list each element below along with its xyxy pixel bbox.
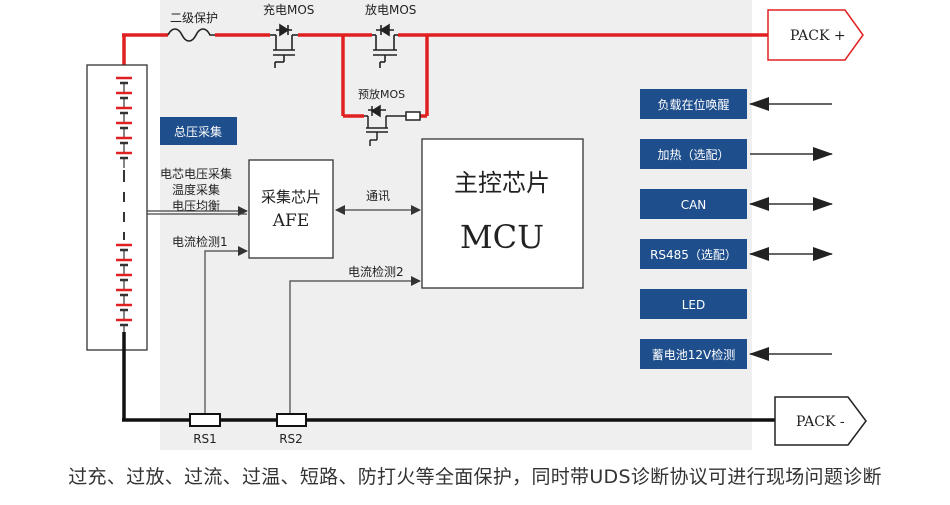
interface-item: 加热（选配）	[640, 139, 833, 169]
mcu-name: MCU	[460, 218, 544, 256]
interface-item: 蓄电池12V检测	[640, 339, 832, 369]
afe-name: AFE	[272, 211, 309, 231]
pack-minus-label: PACK -	[796, 414, 845, 430]
pack-plus-terminal: PACK +	[767, 9, 864, 61]
afe-title: 采集芯片	[261, 188, 321, 206]
interface-box	[640, 189, 747, 219]
fuse-symbol	[167, 28, 215, 42]
precharge-mos-symbol	[364, 104, 421, 146]
interface-label: CAN	[681, 198, 707, 212]
cell-voltage-sampling-label: 电芯电压采集	[160, 166, 232, 181]
rs1-label: RS1	[193, 432, 217, 446]
cell-symbols	[116, 76, 132, 335]
mcu-block	[421, 138, 584, 289]
precharge-mos-label: 预放MOS	[358, 87, 405, 101]
mcu-title: 主控芯片	[454, 169, 550, 197]
charge-mos-label: 充电MOS	[263, 2, 314, 17]
current-detect-2-label: 电流检测2	[348, 264, 404, 279]
pack-minus-terminal: PACK -	[774, 396, 867, 446]
interface-item: RS485（选配）	[640, 239, 833, 269]
current-detect-2-line	[289, 276, 421, 420]
interface-box	[640, 89, 747, 119]
current-detect-1-line	[204, 246, 248, 420]
interface-box	[640, 239, 747, 269]
secondary-protection-label: 二级保护	[170, 11, 218, 25]
interface-item: CAN	[640, 189, 833, 219]
interface-box	[640, 339, 747, 369]
interface-label: RS485（选配）	[650, 248, 737, 262]
interface-label: 负载在位唤醒	[657, 97, 729, 112]
afe-chip-block	[248, 159, 334, 259]
temperature-sampling-label: 温度采集	[172, 182, 220, 197]
discharge-mos-symbol	[372, 23, 398, 68]
interface-item: 负载在位唤醒	[640, 89, 832, 119]
caption: 过充、过放、过流、过温、短路、防打火等全面保护，同时带UDS诊断协议可进行现场问…	[68, 466, 882, 488]
rs2-label: RS2	[279, 432, 303, 446]
interface-label: 加热（选配）	[657, 148, 729, 162]
negative-power-path	[122, 332, 775, 422]
battery-cell-stack	[86, 64, 148, 351]
total-voltage-label: 总压采集	[174, 124, 222, 139]
comm-label: 通讯	[366, 189, 390, 203]
interface-label: 蓄电池12V检测	[652, 347, 735, 362]
interface-box	[640, 289, 747, 319]
shunt-rs1	[189, 413, 221, 427]
interface-item: LED	[640, 289, 747, 319]
positive-power-path	[122, 33, 768, 118]
shunt-rs2	[276, 413, 307, 427]
interface-label: LED	[682, 298, 706, 312]
charge-mos-symbol	[270, 23, 298, 68]
total-voltage-box	[160, 117, 237, 145]
pack-plus-label: PACK +	[790, 28, 846, 44]
voltage-balance-label: 电压均衡	[172, 199, 220, 213]
current-detect-1-label: 电流检测1	[172, 234, 228, 249]
discharge-mos-label: 放电MOS	[365, 2, 416, 17]
interface-box	[640, 139, 747, 169]
